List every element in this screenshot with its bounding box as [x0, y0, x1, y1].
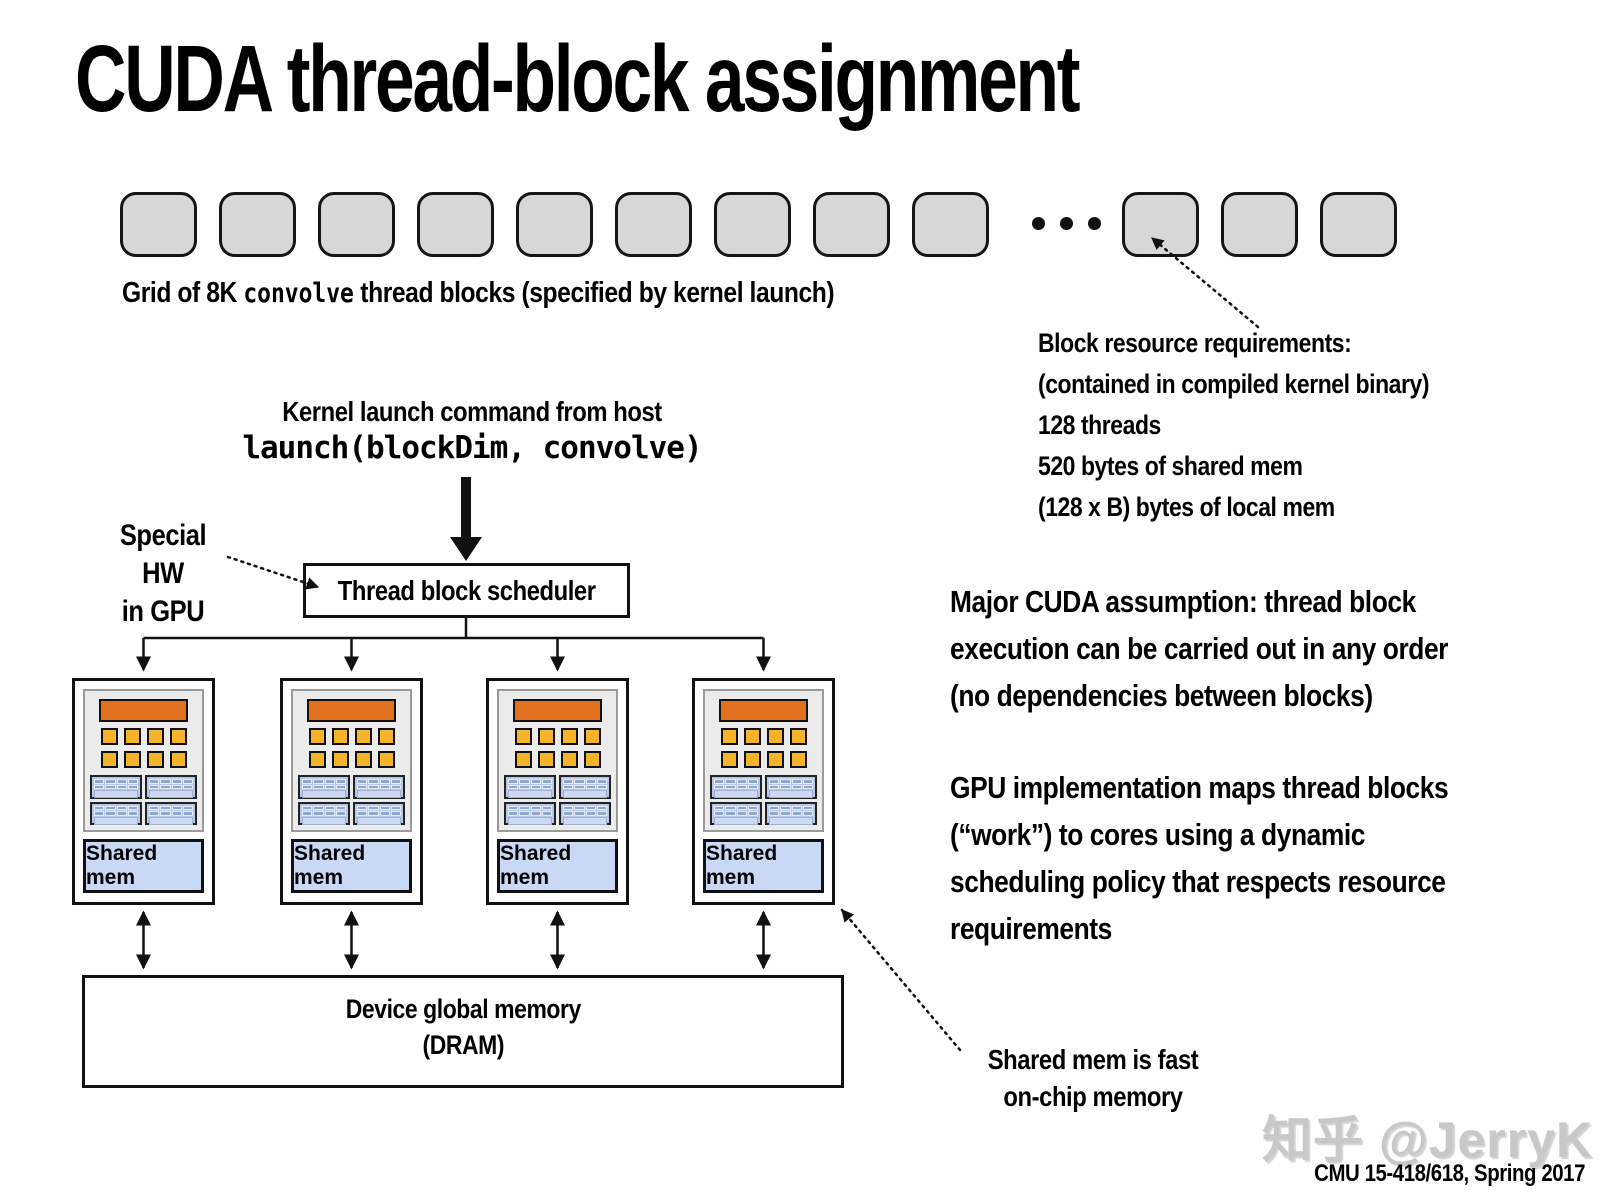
shared-mem-fast-note: Shared mem is fast on-chip memory: [987, 1044, 1199, 1112]
note-to-shared-mem-arrow: [840, 908, 962, 1052]
thread-block: [516, 192, 593, 257]
course-footer: CMU 15-418/618, Spring 2017: [1314, 1160, 1585, 1187]
gpu-implementation-text: GPU implementation maps thread blocks (“…: [950, 770, 1449, 946]
grid-caption-prefix: Grid of 8K: [122, 277, 244, 309]
kernel-launch-code: launch(blockDim, convolve): [242, 430, 702, 466]
cuda-assumption-text: Major CUDA assumption: thread block exec…: [950, 584, 1449, 713]
thread-block: [318, 192, 395, 257]
device-global-memory-box: Device global memory (DRAM): [82, 975, 844, 1088]
special-hw-to-scheduler-arrow: [226, 555, 320, 590]
ellipsis-dot: [1032, 217, 1045, 230]
grid-caption-suffix: thread blocks (specified by kernel launc…: [353, 277, 835, 309]
grid-caption: Grid of 8K convolve thread blocks (speci…: [122, 277, 835, 310]
thread-block: [615, 192, 692, 257]
thread-block: [1320, 192, 1397, 257]
launch-to-scheduler-arrow: [450, 477, 482, 561]
requirements-to-block-arrow: [1150, 236, 1260, 329]
thread-block: [417, 192, 494, 257]
thread-block-row-right: [1122, 192, 1397, 257]
thread-block: [813, 192, 890, 257]
grid-caption-code: convolve: [243, 278, 354, 309]
watermark: 知乎 @JerryK: [1262, 1112, 1594, 1168]
ellipsis-dot: [1060, 217, 1073, 230]
scheduler-to-cores-connector: [136, 618, 771, 672]
thread-block: [714, 192, 791, 257]
thread-block: [912, 192, 989, 257]
kernel-launch-caption: Kernel launch command from host: [282, 396, 662, 427]
device-global-memory-label: Device global memory (DRAM): [345, 993, 581, 1060]
ellipsis-dots: [1032, 217, 1101, 230]
thread-block: [1221, 192, 1298, 257]
core-dram-arrows: [136, 910, 771, 970]
ellipsis-dot: [1088, 217, 1101, 230]
thread-block-row-left: [120, 192, 989, 257]
thread-block: [120, 192, 197, 257]
thread-block-scheduler-box: Thread block scheduler: [303, 563, 630, 618]
slide-title: CUDA thread-block assignment: [75, 26, 1081, 132]
thread-block: [219, 192, 296, 257]
thread-block-scheduler-label: Thread block scheduler: [337, 574, 596, 606]
special-hw-note: Special HW in GPU: [119, 519, 207, 628]
block-resource-requirements: Block resource requirements: (contained …: [1038, 328, 1430, 522]
